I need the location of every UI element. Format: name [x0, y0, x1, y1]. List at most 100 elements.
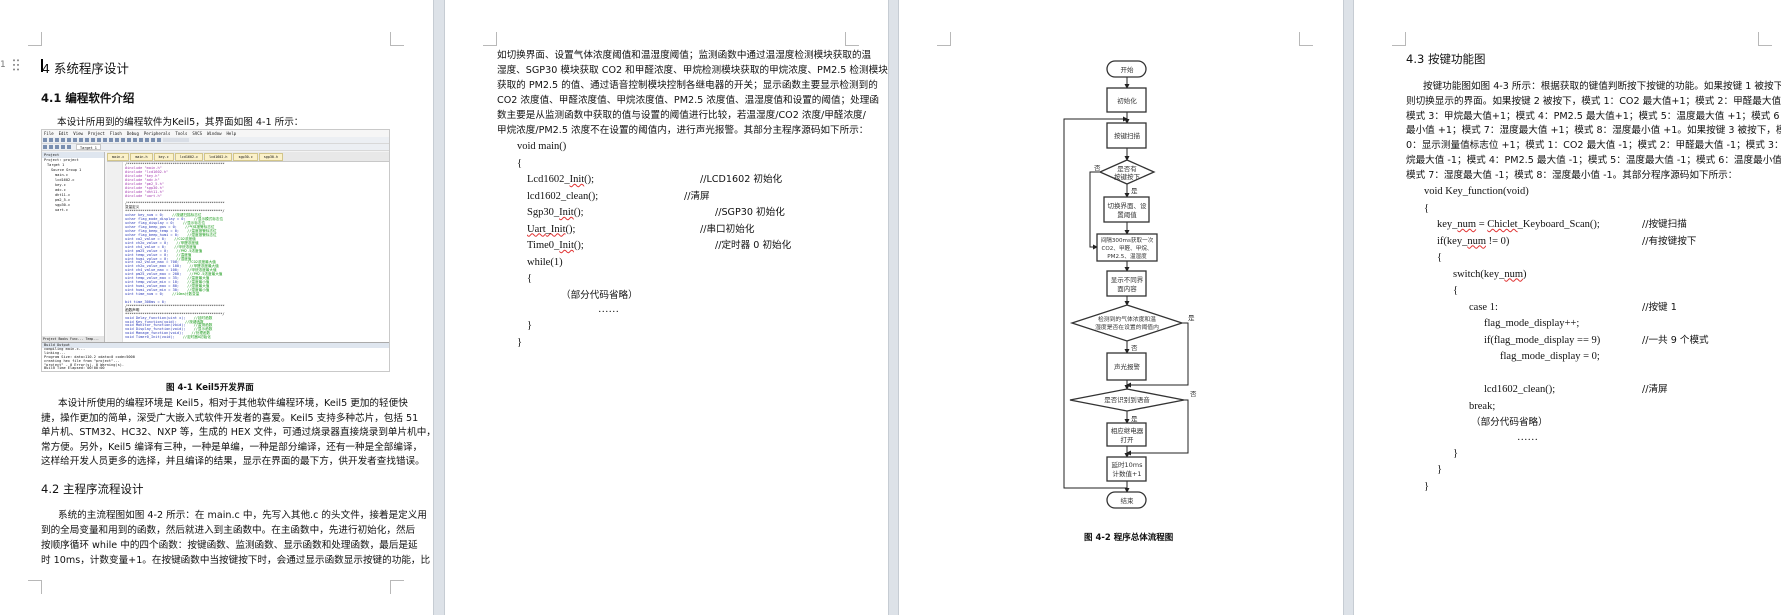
- code-line: {: [517, 271, 847, 288]
- figure-caption: 图 4-1 Keil5开发界面: [166, 383, 254, 393]
- text-line: 时 10ms，计数变量+1。在按键函数中当按键按下时，会通过显示函数显示按键的功…: [41, 555, 431, 566]
- ide-code-text: void Monitor_function(void);: [125, 323, 186, 328]
- page-gap: [888, 0, 899, 615]
- flow-label: 是否有: [1117, 164, 1137, 173]
- code-text: key_: [1437, 219, 1458, 230]
- project-tree-item: pm2_5.c: [55, 198, 71, 202]
- code-line: }: [517, 335, 847, 352]
- ide-code-comment: //湿度报警标志位: [187, 232, 217, 237]
- code-line: lcd1602_clean();//清屏: [1424, 382, 1764, 399]
- project-tree-item: dht11.c: [55, 193, 71, 197]
- text-line: 则切换显示的界面。如果按键 2 被按下，模式 1：CO2 最大值+1；模式 2：…: [1406, 95, 1781, 107]
- ide-code-text: uint temp_value_max = 35;: [125, 276, 180, 281]
- code-comment: //串口初始化: [700, 223, 755, 235]
- ide-code-comment: //按键扫描标志位: [171, 213, 202, 218]
- ide-menu-item: Help: [226, 131, 237, 136]
- key-scan-box: [1106, 122, 1147, 149]
- code-line: Time0_Init();//定时器 0 初始化: [517, 238, 847, 255]
- ide-code-text: 函数声明: [125, 307, 140, 312]
- ide-code-comment: //甲醛浓度最大值: [189, 264, 219, 269]
- ide-code-line: 函数声明: [125, 307, 225, 313]
- ide-code-line: uchar flag_beep_humi = 0; //湿度报警标志位: [125, 232, 225, 238]
- drag-handle-icon[interactable]: [12, 58, 20, 72]
- code-line: （部分代码省略）: [1424, 415, 1764, 432]
- project-tree-item: Project: project: [44, 158, 79, 162]
- ide-code-line: #include "lcd1602.h": [125, 170, 225, 175]
- build-output-line: Program Size: data=110.2 xdata=0 code=50…: [44, 354, 135, 359]
- ide-code-line: #include "adc.h": [125, 177, 225, 183]
- flow-label: 相应继电器: [1111, 426, 1144, 435]
- ide-code-line: void Manage_function(void);//处理函数: [125, 331, 225, 336]
- code-text: {: [1453, 285, 1459, 296]
- ide-code-line: void Timer0_Init(void);//定时器0初始化: [125, 335, 225, 340]
- code-line: while(1): [517, 255, 847, 272]
- project-panel-header: Project: [42, 152, 104, 158]
- relay-box: [1106, 422, 1147, 447]
- ide-menu-item: Project: [87, 131, 105, 136]
- ide-code-text: ****************************************…: [125, 311, 225, 316]
- margin-mark: [1758, 32, 1772, 46]
- section-heading-4-2: 4.2 主程序流程设计: [41, 482, 144, 496]
- code-comment: //SGP30 初始化: [715, 207, 785, 218]
- ide-code-text: uint humi_value_max = 80;: [125, 284, 180, 289]
- blank-code-line: [1424, 366, 1764, 383]
- ide-code-line: uint humi_value_max = 80;//湿度最大值: [125, 284, 225, 289]
- build-output-line: "project" - 0 Error(s), 0 Warning(s).: [44, 362, 125, 367]
- document-page-3[interactable]: 开始 初始化 按键扫描 是否有 按键按下 切换界面、设 置阈值 间隔300ms获…: [899, 0, 1343, 615]
- text-line: 0：显示测量值标志位 +1；模式 1：CO2 最大值 -1；模式 2：甲醛最大值…: [1406, 140, 1781, 152]
- document-page-1[interactable]: 1 4 系统程序设计 4.1 编程软件介绍 本设计所用到的编程软件为Keil5，…: [0, 0, 433, 615]
- ide-code-line: uint pm25_value_max = 200;//PM2.5浓度最大值: [125, 272, 225, 277]
- spelling-error[interactable]: Init: [569, 174, 585, 185]
- ide-code-comment: //甲烷浓度最大值: [187, 268, 217, 273]
- ide-code-text: #include "dht11.h": [125, 189, 164, 194]
- build-output-line: creating hex file from "project"...: [44, 358, 120, 363]
- ide-menu-item: Flash: [109, 131, 122, 136]
- editor-tab: sgp30.h: [258, 153, 284, 161]
- code-line: void Key_function(void): [1424, 184, 1764, 201]
- text-line: 如切换界面、设置气体浓度阈值和温湿度阈值；监测函数中通过温湿度检测模块获取的温: [497, 50, 872, 61]
- ide-code-line: uchar flag_mode_display = 0;//显示模式标志位: [125, 217, 225, 222]
- code-text: lcd1602_clean();: [527, 190, 599, 202]
- margin-mark: [1392, 32, 1406, 46]
- spelling-error[interactable]: num: [1457, 219, 1477, 230]
- branch-label-yes: 是: [1131, 187, 1138, 195]
- code-text: if(flag_mode_display == 9): [1484, 334, 1601, 346]
- code-line: {: [1424, 201, 1764, 218]
- ide-code-text: #include "key.h": [125, 173, 160, 178]
- ide-code-text: void Key_function(void);: [125, 319, 177, 324]
- document-page-4[interactable]: 4.3 按键功能图 按键功能图如图 4-3 所示：根据获取的键值判断按下按键的功…: [1354, 0, 1781, 615]
- text-line: 按键功能图如图 4-3 所示：根据获取的键值判断按下按键的功能。如果按键 1 被…: [1423, 81, 1781, 92]
- loop-back-arrow: [1063, 116, 1128, 489]
- ide-code-line: uint humi_value = 0;//湿度值: [125, 257, 225, 262]
- ide-code-text: uchar flag_beep_temp = 0;: [125, 228, 180, 233]
- spelling-error[interactable]: num: [1467, 235, 1486, 247]
- start-terminal: [1106, 60, 1147, 78]
- document-page-2[interactable]: 如切换界面、设置气体浓度阈值和温湿度阈值；监测函数中通过温湿度检测模块获取的温 …: [445, 0, 888, 615]
- code-line: }: [1424, 479, 1764, 496]
- spelling-error[interactable]: _Init: [545, 223, 566, 235]
- code-text: }: [1424, 480, 1430, 492]
- code-line: }: [1424, 446, 1764, 463]
- flow-label: 打开: [1121, 435, 1135, 444]
- code-comment: //有按键按下: [1642, 235, 1697, 247]
- code-text: void main(): [517, 141, 567, 152]
- code-text: {: [517, 157, 523, 169]
- code-text: if(key_: [1437, 235, 1468, 247]
- spelling-error[interactable]: Chiclet: [1487, 219, 1518, 230]
- editor-tab: main.c: [107, 153, 130, 161]
- flow-label: 声光报警: [1114, 362, 1141, 371]
- text-line: 单片机、STM32、HC32、NXP 等，生成的 HEX 文件，可通过烧录器直接…: [41, 427, 433, 438]
- text-line: 捷，操作更加的简单，深受广大嵌入式软件开发者的喜爱。Keil5 支持多种芯片，包…: [41, 412, 419, 424]
- flow-label: 显示不同界: [1111, 276, 1144, 284]
- flow-label: 置阈值: [1117, 210, 1137, 219]
- code-line: {: [1424, 250, 1764, 267]
- ide-code-text: #include "adc.h": [125, 177, 160, 182]
- ide-code-text: uchar flag_beep_humi = 0;: [125, 232, 180, 237]
- ide-code-comment: //温度报警标志位: [187, 228, 217, 233]
- spelling-error[interactable]: num: [1504, 268, 1523, 280]
- spelling-error[interactable]: Init: [559, 240, 574, 251]
- ide-code-text: uchar flag_beep_gas = 0;: [125, 225, 177, 229]
- spelling-error[interactable]: Uart: [527, 223, 546, 235]
- spelling-error[interactable]: Init: [559, 207, 574, 218]
- editor-tab: sgp30.c: [233, 153, 258, 161]
